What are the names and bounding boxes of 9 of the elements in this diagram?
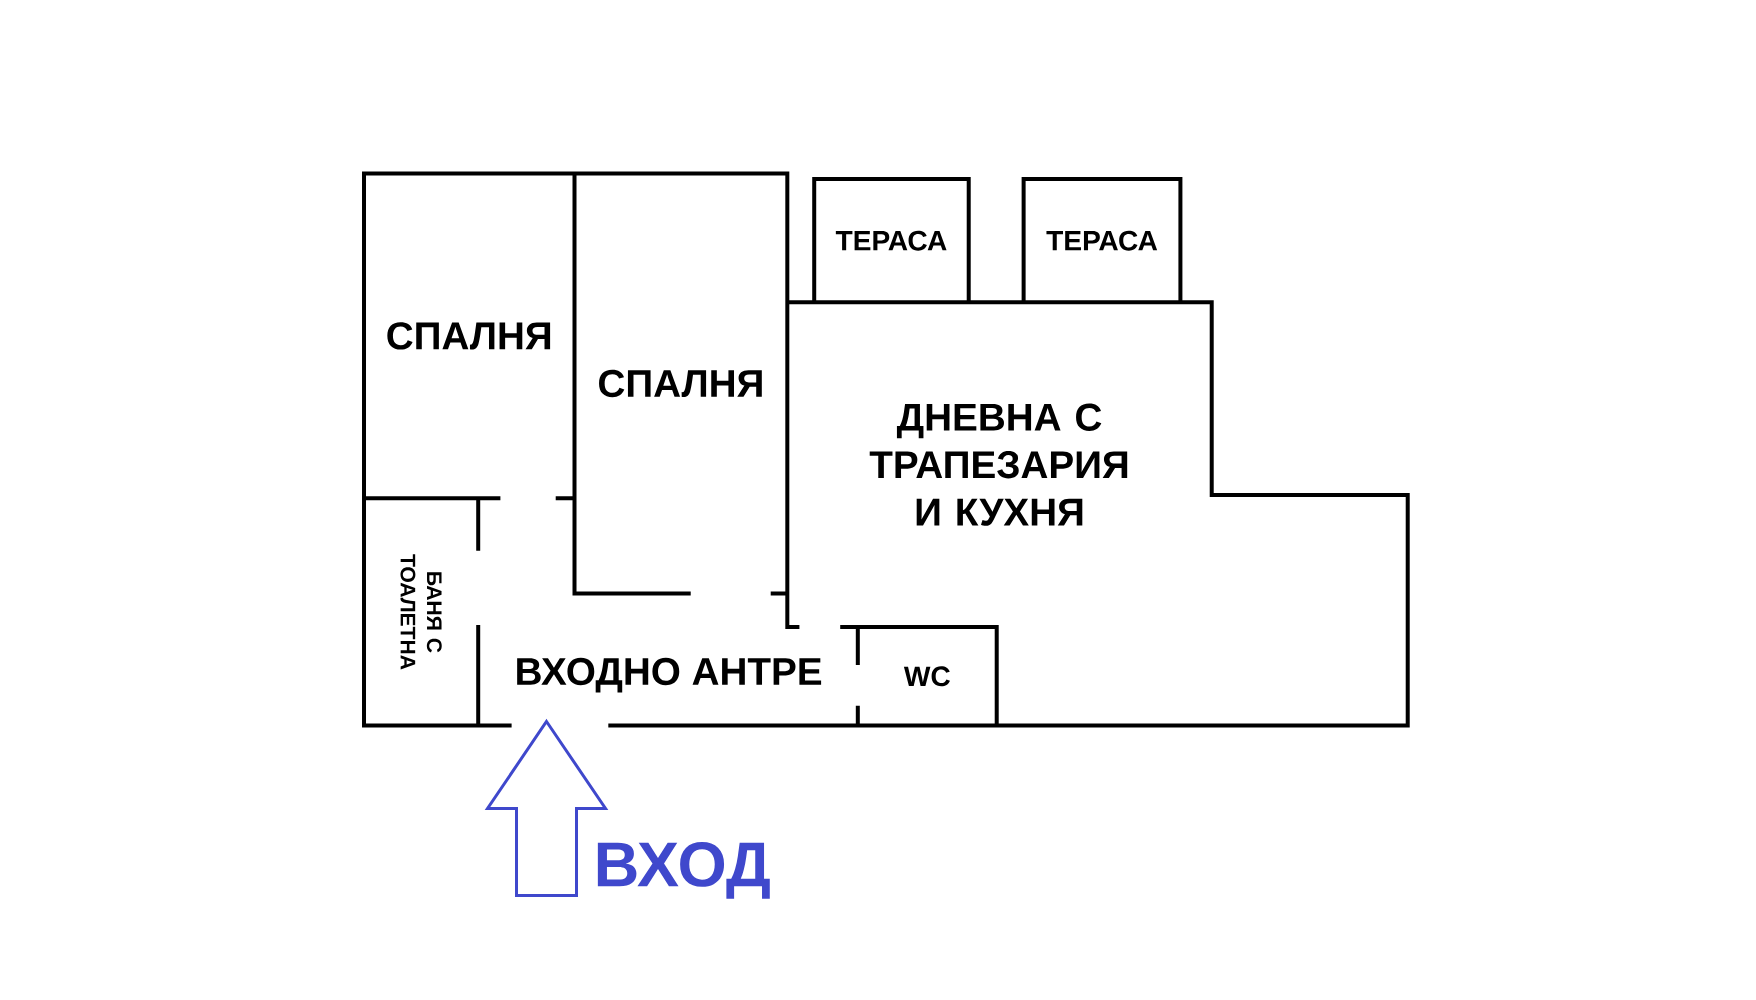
room: ТЕРАСА (835, 230, 947, 251)
room: WC (903, 666, 950, 687)
room: СПАЛНЯ (599, 369, 762, 398)
edge-label: ВХОД (597, 842, 770, 899)
room: ДНЕВНА С ТРАПЕЗАРИЯ И КУХНЯ (869, 403, 1128, 526)
room: ВХОДНО АНТРЕ (517, 657, 822, 693)
room: ТЕРАСА (1046, 230, 1158, 251)
room: СПАЛНЯ (387, 322, 551, 350)
room: БАНЯ С ТОАЛЕТНА (400, 554, 442, 670)
